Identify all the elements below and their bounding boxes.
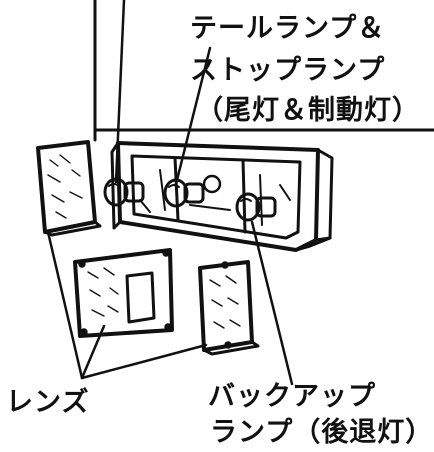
label-tail-stop-line2: ストップランプ [190, 55, 386, 86]
body-panel [93, 0, 434, 142]
lamp-housing [110, 141, 334, 252]
label-lens: レンズ [6, 387, 90, 418]
label-backup-line2: ランプ（後退灯） [210, 417, 434, 448]
label-tail-stop-line1: テールランプ＆ [190, 13, 386, 44]
hatching [47, 154, 241, 329]
tail-bulb-left [103, 177, 145, 207]
lens-right [198, 260, 260, 356]
leader-lines [46, 0, 294, 386]
backup-bulb [235, 192, 277, 222]
label-tail-stop-line3: （尾灯＆制動灯） [196, 95, 420, 126]
tail-bulb-center [163, 178, 205, 208]
lens-left [36, 140, 102, 237]
label-backup-line1: バックアップ [208, 381, 376, 412]
lens-center [73, 248, 174, 338]
